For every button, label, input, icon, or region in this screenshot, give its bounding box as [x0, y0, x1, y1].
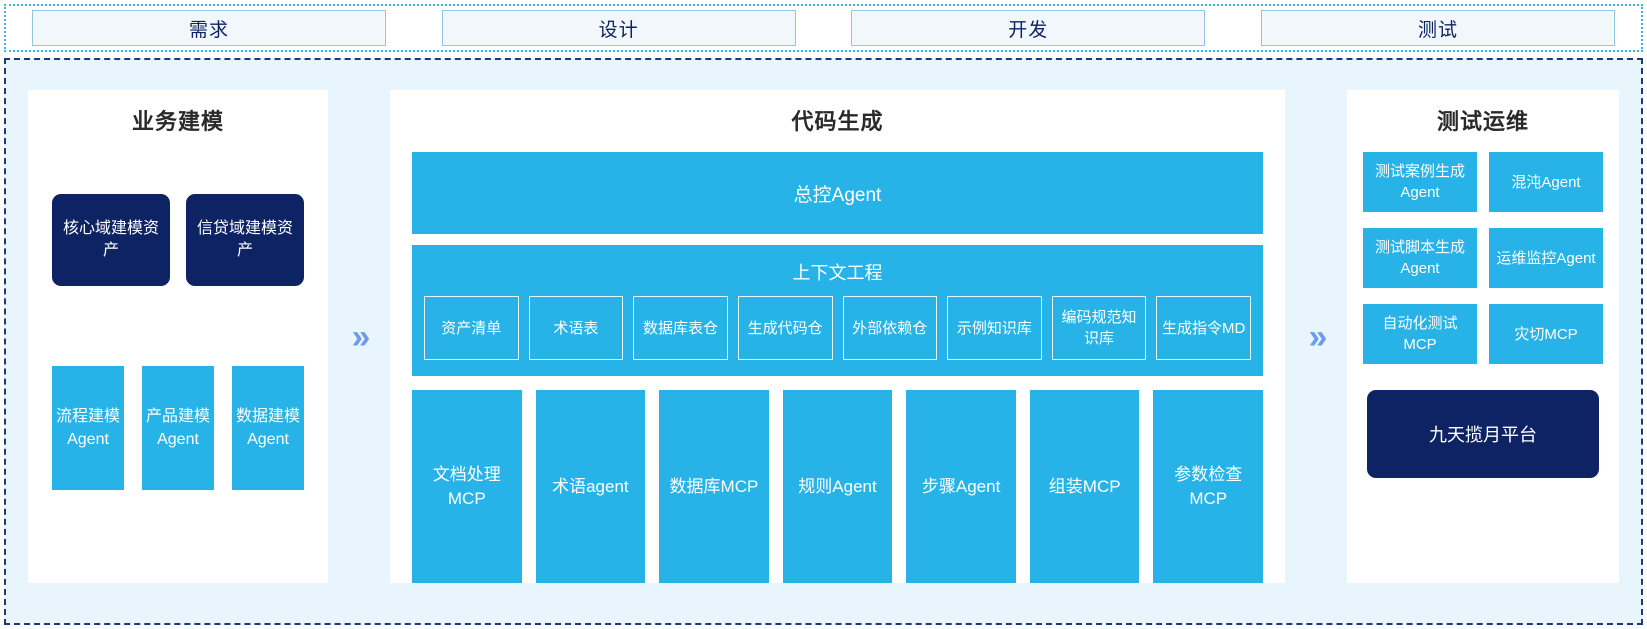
tool-card-glossary-agent[interactable]: 术语agent — [535, 390, 646, 583]
flow-arrow-right: ›› — [1285, 90, 1347, 583]
code-generation-body: 总控Agent 上下文工程 资产清单 术语表 数据库表仓 — [390, 136, 1285, 583]
tool-card-row: 文档处理MCP 术语agent 数据库MCP 规则Agent 步骤Agent — [412, 390, 1264, 583]
panel-test-ops: 测试运维 测试案例生成Agent 混沌Agent 测试脚本生成Agent — [1347, 90, 1619, 583]
stage-bar: 需求 设计 开发 测试 — [4, 4, 1643, 52]
asset-card-label: 信贷域建模资产 — [196, 220, 293, 259]
tool-card-label: 数据库MCP — [669, 476, 759, 496]
modeling-agent-data[interactable]: 数据建模Agent — [232, 366, 304, 490]
asset-card-row: 核心域建模资产 信贷域建模资产 — [28, 194, 328, 286]
panel-business-modeling: 业务建模 核心域建模资产 信贷域建模资产 流程建模Agent 产品建模Agent — [28, 90, 328, 583]
flow-arrow-left: ›› — [328, 90, 390, 583]
ops-card-label: 运维监控Agent — [1496, 249, 1596, 267]
test-ops-card-grid: 测试案例生成Agent 混沌Agent 测试脚本生成Agent 运维监控Agen… — [1363, 152, 1603, 364]
tool-card-parameter-check-mcp[interactable]: 参数检查MCP — [1153, 390, 1264, 583]
context-chip-coding-standard-knowledge-base[interactable]: 编码规范知识库 — [1051, 296, 1147, 360]
tool-card-rule-agent[interactable]: 规则Agent — [782, 390, 893, 583]
modeling-agent-product[interactable]: 产品建模Agent — [142, 366, 214, 490]
tool-card-label: 规则Agent — [798, 476, 877, 496]
stage-label: 测试 — [1417, 19, 1458, 41]
main-section-inner: 业务建模 核心域建模资产 信贷域建模资产 流程建模Agent 产品建模Agent — [6, 60, 1641, 623]
double-chevron-right-icon: ›› — [351, 317, 371, 356]
stage-box-testing[interactable]: 测试 — [1260, 10, 1615, 46]
stage-box-development[interactable]: 开发 — [851, 10, 1206, 46]
context-chip-example-knowledge-base[interactable]: 示例知识库 — [947, 296, 1042, 360]
context-chip-glossary[interactable]: 术语表 — [528, 296, 624, 360]
tool-card-label: 组装MCP — [1048, 476, 1121, 496]
test-ops-body: 测试案例生成Agent 混沌Agent 测试脚本生成Agent 运维监控Agen… — [1347, 152, 1619, 478]
modeling-agent-label: 流程建模Agent — [55, 408, 120, 448]
modeling-agent-process[interactable]: 流程建模Agent — [52, 366, 124, 490]
context-chip-label: 示例知识库 — [956, 319, 1032, 337]
context-chip-asset-inventory[interactable]: 资产清单 — [424, 296, 519, 360]
tool-card-assembly-mcp[interactable]: 组装MCP — [1029, 390, 1140, 583]
stage-box-design[interactable]: 设计 — [441, 10, 796, 46]
stage-label: 开发 — [1008, 19, 1049, 41]
context-engineering-title: 上下文工程 — [792, 263, 883, 283]
modeling-agent-label: 产品建模Agent — [145, 408, 210, 448]
tool-card-document-processing-mcp[interactable]: 文档处理MCP — [412, 390, 522, 583]
ops-card-test-script-generation-agent[interactable]: 测试脚本生成Agent — [1363, 228, 1477, 288]
tool-card-label: 术语agent — [552, 476, 629, 496]
ops-card-automated-test-mcp[interactable]: 自动化测试MCP — [1363, 304, 1477, 364]
context-chip-label: 生成代码仓 — [747, 319, 823, 337]
tool-card-label: 参数检查MCP — [1174, 464, 1243, 508]
tool-card-label: 步骤Agent — [921, 476, 1001, 496]
context-chip-label: 数据库表仓 — [643, 319, 719, 337]
context-chip-external-dependency-repo[interactable]: 外部依赖仓 — [842, 296, 938, 360]
platform-card-label: 九天揽月平台 — [1429, 425, 1537, 445]
panel-title-test-ops: 测试运维 — [1436, 109, 1529, 134]
ops-card-label: 测试脚本生成Agent — [1374, 239, 1465, 277]
tool-card-database-mcp[interactable]: 数据库MCP — [659, 390, 769, 583]
platform-card-jiutian-lanyue[interactable]: 九天揽月平台 — [1367, 390, 1599, 478]
ops-card-label: 测试案例生成Agent — [1374, 163, 1465, 201]
ops-card-chaos-agent[interactable]: 混沌Agent — [1489, 152, 1603, 212]
asset-card-credit-domain[interactable]: 信贷域建模资产 — [186, 194, 304, 286]
modeling-agent-label: 数据建模Agent — [235, 408, 300, 448]
ops-card-ops-monitoring-agent[interactable]: 运维监控Agent — [1489, 228, 1603, 288]
double-chevron-right-icon: ›› — [1308, 317, 1328, 356]
context-chip-generation-instruction-md[interactable]: 生成指令MD — [1156, 296, 1251, 360]
context-engineering-panel: 上下文工程 资产清单 术语表 数据库表仓 — [412, 245, 1263, 376]
stage-label: 设计 — [598, 19, 639, 41]
master-agent-banner[interactable]: 总控Agent — [412, 152, 1263, 234]
context-chip-label: 编码规范知识库 — [1061, 309, 1137, 347]
tool-card-label: 文档处理MCP — [432, 464, 501, 508]
panel-code-generation: 代码生成 总控Agent 上下文工程 资产清单 术语表 — [390, 90, 1285, 583]
context-chip-label: 外部依赖仓 — [852, 319, 928, 337]
tool-card-step-agent[interactable]: 步骤Agent — [906, 390, 1016, 583]
ops-card-test-case-generation-agent[interactable]: 测试案例生成Agent — [1363, 152, 1477, 212]
panel-title-business-modeling: 业务建模 — [131, 109, 224, 134]
panel-title-code-generation: 代码生成 — [791, 109, 884, 134]
stage-label: 需求 — [188, 19, 229, 41]
stage-box-requirements[interactable]: 需求 — [32, 10, 386, 46]
modeling-agent-row: 流程建模Agent 产品建模Agent 数据建模Agent — [28, 366, 328, 490]
main-section: 业务建模 核心域建模资产 信贷域建模资产 流程建模Agent 产品建模Agent — [4, 58, 1643, 625]
context-chip-row: 资产清单 术语表 数据库表仓 生成代码仓 — [424, 296, 1251, 360]
context-chip-generated-code-repo[interactable]: 生成代码仓 — [737, 296, 833, 360]
context-chip-label: 生成指令MD — [1162, 319, 1246, 337]
master-agent-label: 总控Agent — [793, 184, 882, 206]
asset-card-core-domain[interactable]: 核心域建模资产 — [52, 194, 170, 286]
ops-card-label: 灾切MCP — [1514, 325, 1578, 343]
asset-card-label: 核心域建模资产 — [62, 220, 159, 259]
ops-card-label: 混沌Agent — [1511, 173, 1581, 191]
context-chip-db-table-repo[interactable]: 数据库表仓 — [633, 296, 728, 360]
ops-card-label: 自动化测试MCP — [1382, 315, 1458, 353]
context-chip-label: 资产清单 — [441, 319, 502, 337]
context-chip-label: 术语表 — [553, 319, 599, 337]
ops-card-disaster-switch-mcp[interactable]: 灾切MCP — [1489, 304, 1603, 364]
